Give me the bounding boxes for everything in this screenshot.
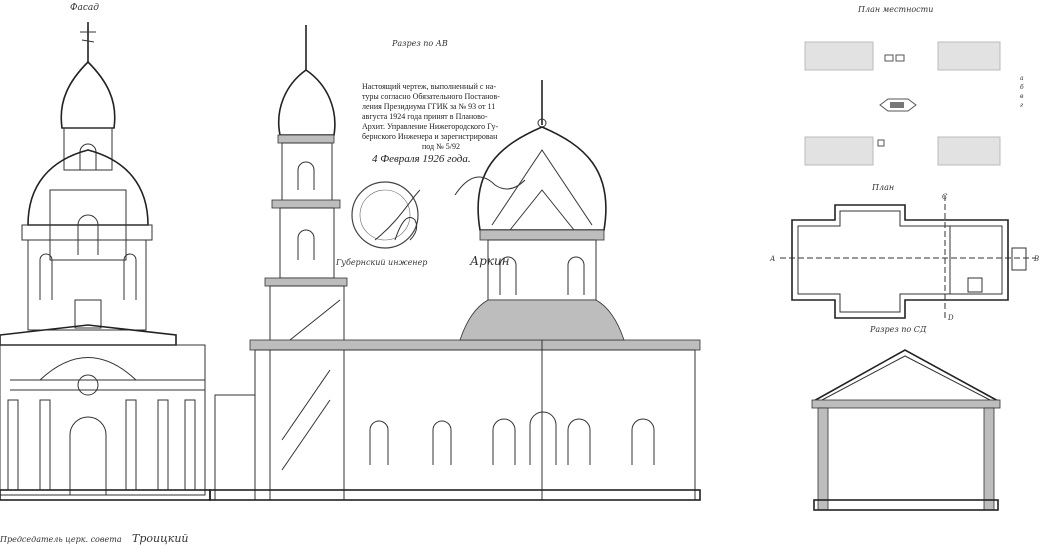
engineer-signature-label: Губернский инженер <box>335 258 427 267</box>
site-plan: План местности а б в г <box>804 5 1024 166</box>
section-ab: Разрез по АВ <box>209 25 701 501</box>
engineer-signature-name: Аркин <box>469 254 510 268</box>
chair-signature-label: Председатель церк. совета <box>0 535 122 544</box>
section-ab-title: Разрез по АВ <box>391 39 448 48</box>
section-cd-title: Разрез по СД <box>869 325 927 334</box>
site-legend-item: б <box>1020 84 1024 91</box>
plan-title: План <box>871 183 894 192</box>
chair-signature-name: Троицкий <box>132 532 189 545</box>
plan-marker-a: А <box>769 255 775 263</box>
stamp-line: туры согласно Обязательного Постанов- <box>362 92 500 101</box>
plan-marker-b: В <box>1033 255 1039 263</box>
stamp-date: 4 Февраля 1926 года. <box>372 153 471 165</box>
cross-icon <box>80 22 96 62</box>
site-legend-item: в <box>1020 93 1024 100</box>
plan-marker-c: С <box>942 193 948 201</box>
seal-stamp <box>351 181 421 249</box>
stamp-line: Настоящий чертеж, выполненный с на- <box>362 82 496 91</box>
plan-marker-d: D <box>947 314 954 322</box>
stamp-line: августа 1924 года принят в Планово- <box>362 112 488 121</box>
approval-stamp-text: Настоящий чертеж, выполненный с на- туры… <box>362 82 542 166</box>
facade-title: Фасад <box>70 3 99 13</box>
stamp-line: Архит. Управление Нижегородского Гу- <box>362 122 499 131</box>
stamp-line: ления Президиума ГГИК за № 93 от 11 <box>362 102 496 111</box>
site-plan-title: План местности <box>857 5 933 14</box>
stamp-line: бернского Инженера и зарегистрирован <box>362 132 498 141</box>
floor-plan: План А В С D <box>769 183 1039 322</box>
site-legend-item: г <box>1020 102 1023 109</box>
section-cd: Разрез по СД <box>811 325 1001 511</box>
site-legend-item: а <box>1020 75 1024 82</box>
facade-elevation: Фасад Председатель церк. совета Троицкий <box>0 3 211 545</box>
signature-scribble <box>454 176 526 196</box>
stamp-line: под № 5/92 <box>422 142 460 151</box>
